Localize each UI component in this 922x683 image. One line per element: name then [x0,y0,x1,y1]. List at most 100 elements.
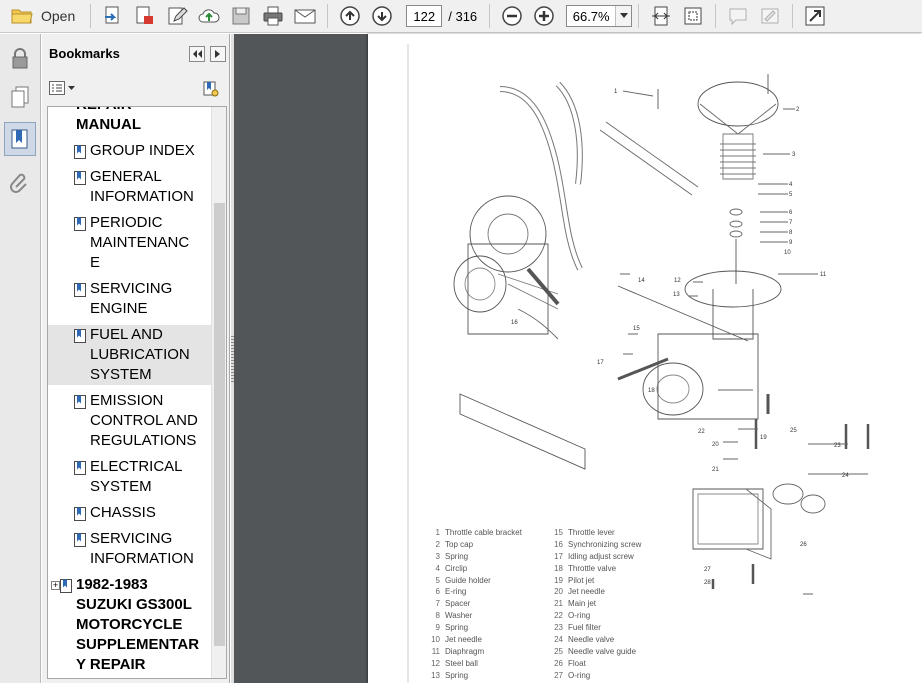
bookmark-label-line: SYSTEM [90,366,152,383]
bookmarks-list: REPAIRMANUAL GROUP INDEX GENERALINFORMATIO… [48,107,212,678]
bookmark-label-line: SERVICING [90,530,173,547]
toolbar-separator [715,4,717,28]
legend-text: Main jet [568,599,597,609]
toolbar-separator [90,4,92,28]
svg-text:28: 28 [704,580,711,586]
splitter-grip[interactable] [231,336,234,384]
fit-page-button[interactable] [646,2,676,30]
bookmark-label-line: EMISSION [90,392,164,409]
svg-text:13: 13 [673,292,680,298]
svg-text:7: 7 [789,220,793,226]
zoom-in-button[interactable] [529,2,559,30]
sign-button[interactable] [755,2,785,30]
edit-icon [168,7,188,25]
bookmark-icon [11,129,28,149]
email-button[interactable] [290,2,320,30]
fit-width-button[interactable] [678,2,708,30]
bookmark-item[interactable]: GROUP INDEX [48,141,212,161]
collapse-panel-button[interactable] [189,46,205,62]
legend-number: 21 [554,599,563,609]
export-pdf-button[interactable] [130,2,160,30]
expand-toggle[interactable]: + [51,580,60,590]
svg-text:3: 3 [792,152,796,158]
bookmark-options-button[interactable] [49,81,75,95]
page-down-icon [372,6,392,26]
legend-number: 26 [554,658,563,668]
security-button[interactable] [4,42,36,76]
double-chevron-left-icon [193,50,202,58]
bookmark-label: GROUP INDEX [90,141,195,161]
zoom-select[interactable]: 66.7% [566,5,633,27]
zoom-out-button[interactable] [497,2,527,30]
svg-text:18: 18 [648,388,655,394]
print-button[interactable] [258,2,288,30]
page-up-button[interactable] [335,2,365,30]
bookmarks-button[interactable] [4,122,36,156]
bookmark-icon [74,283,86,297]
panel-splitter[interactable] [231,34,234,683]
bookmark-label: CHASSIS [90,503,156,523]
expand-icon [805,6,825,26]
zoom-dropdown-arrow[interactable] [615,6,632,26]
scrollbar-thumb[interactable] [214,203,225,646]
attachments-button[interactable] [4,166,36,200]
legend-number: 7 [435,599,440,609]
page-number-input[interactable] [406,5,443,27]
legend-number: 16 [554,539,563,549]
open-button-label: Open [41,8,76,24]
legend-number: 6 [435,587,440,597]
expand-button[interactable] [800,2,830,30]
bookmark-search-button[interactable] [202,80,220,101]
open-button[interactable]: Open [1,2,83,30]
create-pdf-button[interactable] [98,2,128,30]
comment-button[interactable] [723,2,753,30]
svg-text:23: 23 [834,443,841,449]
bookmark-icon [60,579,72,593]
legend-text: Idling adjust screw [568,551,634,561]
bookmark-item[interactable]: CHASSIS [48,503,212,523]
bookmarks-scrollbar[interactable] [211,107,226,678]
page-down-button[interactable] [367,2,397,30]
sign-icon [761,8,779,24]
bookmark-item[interactable]: REPAIRMANUAL [48,107,212,135]
bookmark-icon [74,533,86,547]
svg-text:8: 8 [789,230,793,236]
bookmark-label-line: MOTORCYCLE [76,616,183,633]
save-button[interactable] [226,2,256,30]
panel-forward-button[interactable] [210,46,226,62]
legend-text: Throttle lever [568,528,615,537]
edit-button[interactable] [162,2,192,30]
svg-text:24: 24 [842,473,849,479]
cloud-upload-button[interactable] [194,2,224,30]
toolbar-separator [792,4,794,28]
legend-text: O-ring [568,611,591,621]
legend-number: 18 [554,563,563,573]
page-thumbnails-button[interactable] [4,80,36,114]
legend-text: Fuel filter [568,623,601,633]
